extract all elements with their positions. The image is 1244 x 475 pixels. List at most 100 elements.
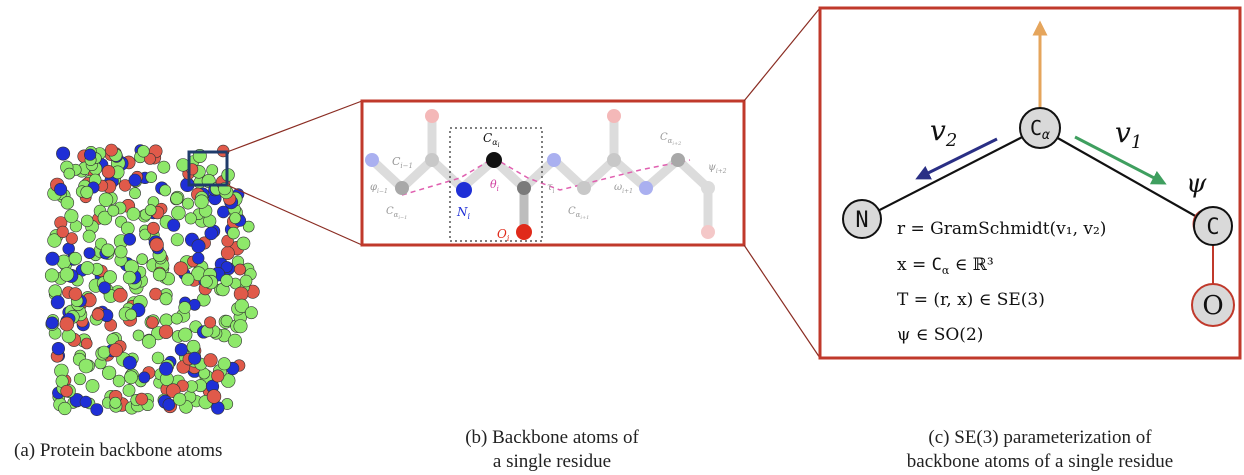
backbone-atom	[56, 146, 71, 161]
backbone-atom	[103, 270, 117, 284]
label-psi: ψ	[1186, 169, 1207, 199]
backbone-atom	[234, 298, 249, 314]
backbone-atom	[145, 171, 157, 183]
atom-o-next2	[701, 225, 715, 239]
backbone-atom	[186, 339, 201, 354]
zoom-box-a	[187, 150, 229, 187]
arrow-v1	[1074, 135, 1167, 185]
eq-psi: ψ ∈ SO(2)	[897, 325, 983, 345]
backbone-atom	[68, 287, 83, 301]
atom-o-prev	[425, 109, 439, 123]
label-tau-i: τi	[547, 182, 555, 195]
backbone-atom	[204, 226, 218, 241]
backbone-atom	[132, 329, 145, 342]
backbone-atom	[85, 379, 100, 393]
backbone-atom	[98, 192, 114, 207]
backbone-atom	[149, 237, 164, 252]
backbone-atom	[191, 239, 206, 254]
backbone-atom	[122, 270, 137, 285]
atom-o-i	[516, 224, 532, 240]
bond-ca-n	[861, 127, 1041, 220]
backbone-atom	[80, 214, 94, 228]
atom-n-label: N	[855, 208, 868, 233]
atom-o	[1191, 283, 1235, 327]
backbone-atom	[123, 233, 136, 246]
backbone-atom	[135, 392, 148, 406]
atom-o-label: O	[1202, 291, 1223, 321]
backbone-atom	[63, 167, 76, 180]
label-v1: v1	[1115, 116, 1142, 153]
backbone-atom	[139, 228, 151, 241]
backbone-atom	[58, 401, 72, 416]
atom-n-prev	[365, 153, 379, 167]
atom-c-i	[517, 181, 531, 195]
backbone-atom	[151, 351, 165, 365]
backbone-atom	[162, 398, 176, 411]
backbone-atom	[126, 207, 141, 221]
backbone-atom	[144, 204, 157, 216]
backbone-atom	[137, 145, 150, 158]
backbone-atom	[239, 274, 253, 288]
label-omega: ωi+1	[614, 182, 633, 195]
backbone-atom	[220, 274, 233, 287]
protein-backbone-cluster	[44, 143, 260, 416]
backbone-atom	[229, 212, 242, 224]
backbone-atom	[64, 209, 79, 224]
backbone-atom	[159, 361, 174, 376]
backbone-atom	[114, 245, 128, 259]
backbone-atom	[122, 355, 137, 370]
backbone-atom	[108, 343, 123, 358]
backbone-atom	[129, 187, 141, 200]
caption-c-line1: (c) SE(3) parameterization of	[928, 427, 1152, 448]
panel-b-frame	[360, 99, 746, 247]
backbone-atom	[167, 218, 181, 232]
backbone-atom	[203, 353, 218, 368]
atom-ca-prev	[395, 181, 409, 195]
backbone-atom	[178, 301, 191, 314]
eq-t: T = (r, x) ∈ SE(3)	[897, 290, 1045, 310]
backbone-atom	[206, 389, 222, 404]
label-n-i: Ni	[456, 205, 471, 221]
backbone-atom	[83, 148, 97, 161]
atom-ca-label: Cα	[1030, 116, 1050, 143]
backbone-atom	[97, 345, 111, 359]
backbone-atom	[228, 333, 243, 348]
backbone-atom	[101, 243, 115, 258]
backbone-atom	[125, 308, 137, 321]
backbone-atom	[184, 212, 197, 225]
backbone-atom	[90, 403, 104, 416]
backbone-atom	[101, 365, 117, 380]
backbone-atom	[112, 374, 126, 388]
atom-c-next	[607, 153, 621, 167]
backbone-atom	[79, 395, 92, 409]
backbone-atom	[217, 357, 231, 371]
backbone-atom	[146, 316, 159, 329]
backbone-atom	[97, 210, 113, 226]
backbone-atom	[236, 236, 251, 251]
backbone-atom	[159, 313, 173, 327]
label-ca-next2: Cαi+2	[660, 132, 681, 147]
label-ca-prev: Cαi−1	[386, 206, 407, 221]
backbone-atom	[56, 225, 69, 238]
backbone-atom	[171, 205, 186, 221]
backbone-atom	[105, 143, 118, 157]
backbone-atom	[146, 221, 160, 235]
backbone-atom	[141, 334, 157, 349]
atom-n	[842, 199, 882, 239]
label-psi-next2: ψi+2	[708, 162, 727, 175]
backbone-atom	[80, 185, 94, 199]
backbone-atom	[118, 179, 132, 192]
backbone-atom	[149, 287, 162, 301]
zoom-line-a-bottom	[226, 184, 363, 246]
backbone-atom	[107, 204, 120, 217]
backbone-atom	[178, 327, 193, 342]
panel-c-frame	[818, 6, 1242, 360]
backbone-atom	[80, 261, 95, 275]
backbone-atom	[182, 197, 194, 210]
backbone-atom	[44, 268, 59, 283]
arrow-v2	[915, 137, 998, 180]
residue-box	[449, 127, 543, 242]
label-phi-prev: φi−1	[370, 182, 388, 195]
caption-b-line2: a single residue	[493, 451, 611, 472]
